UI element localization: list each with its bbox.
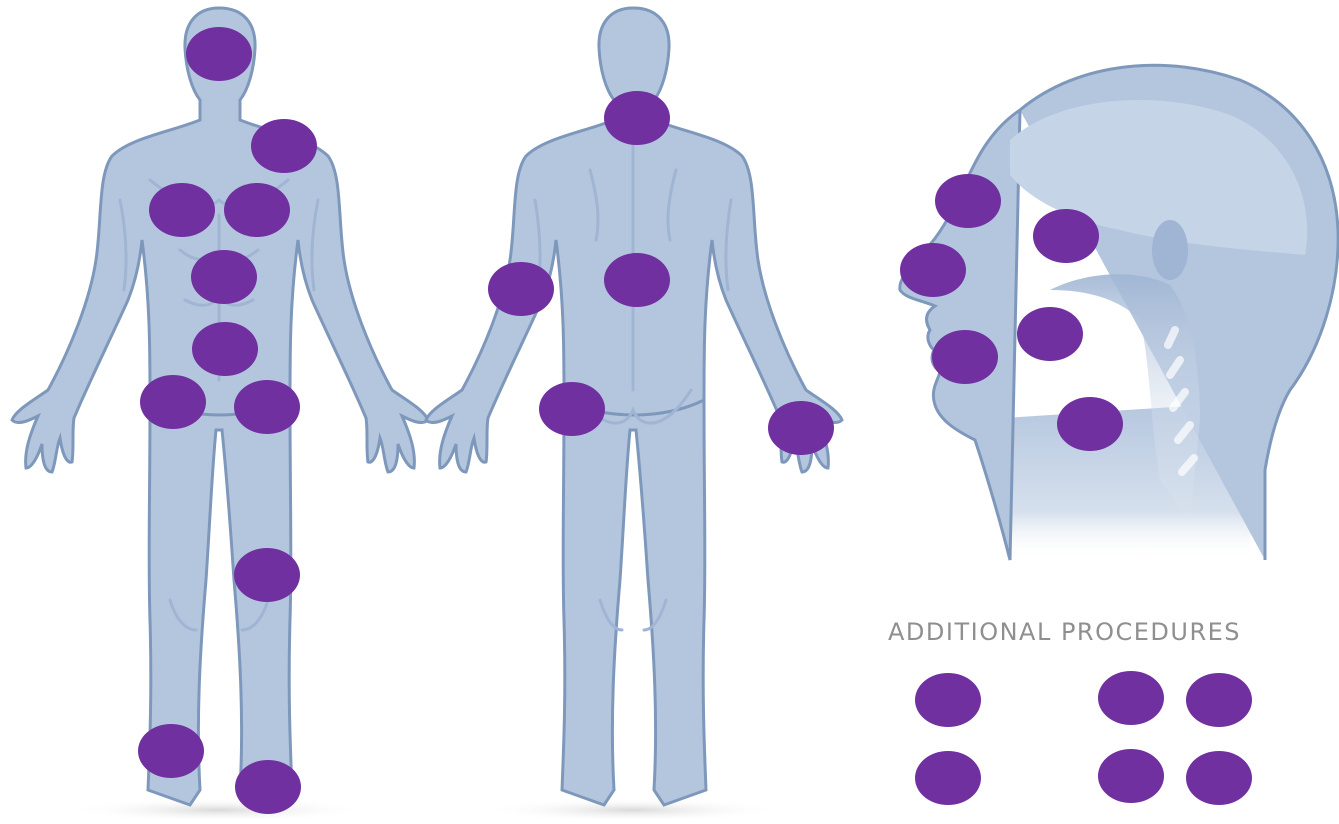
hotspot-additional-3[interactable] [1186, 673, 1252, 727]
hotspot-head-ear[interactable] [1033, 209, 1099, 263]
additional-hotspots [915, 671, 1252, 805]
head-ear [1152, 220, 1188, 280]
hotspot-head-jaw[interactable] [1017, 307, 1083, 361]
hotspot-front-upper-abdomen[interactable] [191, 250, 257, 304]
hotspot-additional-2[interactable] [1098, 671, 1164, 725]
hotspot-front-knee[interactable] [234, 548, 300, 602]
body-front-figure [12, 8, 428, 819]
hotspot-head-mouth[interactable] [932, 330, 998, 384]
hotspot-front-chest-left[interactable] [224, 183, 290, 237]
hotspot-head-nose[interactable] [900, 243, 966, 297]
hotspot-additional-4[interactable] [915, 751, 981, 805]
back-floor-shadow [482, 798, 782, 819]
hotspot-additional-1[interactable] [915, 673, 981, 727]
hotspot-back-spine[interactable] [604, 253, 670, 307]
hotspot-additional-6[interactable] [1186, 751, 1252, 805]
hotspot-front-hip-left[interactable] [234, 380, 300, 434]
hotspot-front-hip-right[interactable] [140, 375, 206, 429]
hotspot-back-lower-back[interactable] [539, 382, 605, 436]
hotspot-back-wrist[interactable] [768, 401, 834, 455]
hotspot-back-elbow[interactable] [488, 262, 554, 316]
hotspot-head-eye[interactable] [935, 174, 1001, 228]
additional-procedures-heading: ADDITIONAL PROCEDURES [888, 618, 1328, 646]
front-floor-shadow [68, 798, 368, 819]
hotspot-front-shoulder[interactable] [251, 119, 317, 173]
head-side-figure [900, 65, 1338, 560]
hotspot-head-throat[interactable] [1057, 397, 1123, 451]
hotspot-front-chest-right[interactable] [149, 183, 215, 237]
back-legs [562, 400, 706, 805]
hotspot-back-neck[interactable] [604, 91, 670, 145]
hotspot-additional-5[interactable] [1098, 749, 1164, 803]
hotspot-front-face[interactable] [186, 27, 252, 81]
hotspot-front-ankle-right[interactable] [138, 724, 204, 778]
hotspot-front-lower-abdomen[interactable] [192, 322, 258, 376]
hotspot-front-foot-left[interactable] [235, 760, 301, 814]
